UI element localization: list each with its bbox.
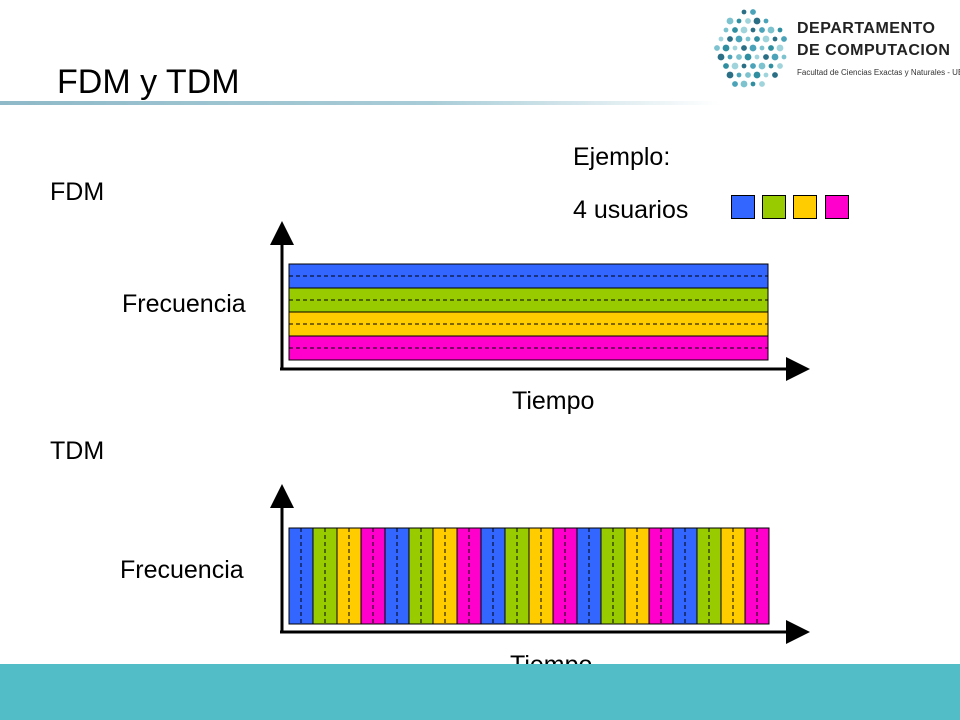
fdm-y-axis-label: Frecuencia: [122, 290, 246, 318]
users-label: 4 usuarios: [573, 196, 689, 224]
logo-dot: [735, 35, 743, 43]
logo-dot: [759, 45, 765, 51]
logo-line-1: DEPARTAMENTO: [797, 20, 936, 37]
logo-dot: [767, 26, 775, 34]
logo-dot: [763, 18, 769, 24]
logo-dot: [759, 81, 765, 87]
logo-dot: [736, 18, 742, 24]
tdm-slots: [288, 527, 770, 625]
logo-dot: [754, 36, 760, 42]
logo-dot: [723, 63, 729, 69]
logo-dot: [768, 45, 774, 51]
fdm-x-axis-label: Tiempo: [512, 387, 595, 415]
logo-dot: [741, 45, 747, 51]
logo-dot: [781, 36, 787, 42]
logo-dot: [745, 36, 751, 42]
title-underline: [0, 101, 720, 105]
logo-dot: [754, 54, 760, 60]
logo-dot: [745, 18, 751, 24]
logo-dot: [777, 27, 783, 33]
footer-band: [0, 664, 960, 720]
logo-dot: [758, 62, 766, 70]
logo-line-3: Facultad de Ciencias Exactas y Naturales…: [797, 68, 960, 77]
department-logo: DEPARTAMENTO DE COMPUTACION Facultad de …: [705, 0, 960, 100]
tdm-label: TDM: [50, 437, 105, 465]
logo-dot: [722, 44, 730, 52]
logo-line-2: DE COMPUTACION: [797, 42, 951, 59]
user-swatch-3: [793, 195, 817, 219]
logo-dot: [749, 44, 757, 52]
logo-dot: [753, 71, 761, 79]
logo-dot: [718, 36, 724, 42]
user-swatch-1: [731, 195, 755, 219]
logo-dot: [753, 17, 761, 25]
logo-dot: [726, 71, 734, 79]
logo-dot: [781, 54, 787, 60]
example-heading: Ejemplo:: [573, 143, 671, 171]
logo-dot: [741, 63, 747, 69]
logo-dot: [772, 36, 778, 42]
logo-dot: [726, 17, 734, 25]
logo-dot: [776, 44, 784, 52]
logo-dot: [750, 9, 756, 15]
logo-dot: [727, 36, 733, 42]
dots-logo-icon: [714, 9, 787, 88]
user-swatch-2: [762, 195, 786, 219]
logo-dot: [771, 53, 779, 61]
logo-dot: [759, 27, 765, 33]
slide-title: FDM y TDM: [57, 63, 240, 101]
logo-dot: [763, 54, 769, 60]
logo-dot: [744, 53, 752, 61]
logo-dot: [732, 27, 738, 33]
logo-dot: [763, 72, 769, 78]
tdm-y-axis-label: Frecuencia: [120, 556, 244, 584]
logo-dot: [740, 80, 748, 88]
logo-dot: [714, 45, 720, 51]
logo-dot: [741, 9, 747, 15]
logo-dot: [740, 26, 748, 34]
logo-dot: [731, 62, 739, 70]
logo-dot: [723, 27, 729, 33]
logo-dot: [750, 27, 756, 33]
logo-dot: [768, 63, 774, 69]
logo-dot: [727, 54, 733, 60]
logo-dot: [732, 45, 738, 51]
logo-dot: [750, 63, 756, 69]
fdm-bands: [288, 263, 769, 361]
logo-dot: [745, 72, 751, 78]
logo-dot: [736, 72, 742, 78]
logo-dot: [777, 63, 783, 69]
logo-dot: [736, 54, 742, 60]
logo-dot: [717, 53, 725, 61]
logo-dot: [732, 81, 738, 87]
logo-dot: [772, 72, 778, 78]
user-swatch-4: [825, 195, 849, 219]
fdm-label: FDM: [50, 178, 105, 206]
logo-dot: [762, 35, 770, 43]
logo-dot: [750, 81, 756, 87]
